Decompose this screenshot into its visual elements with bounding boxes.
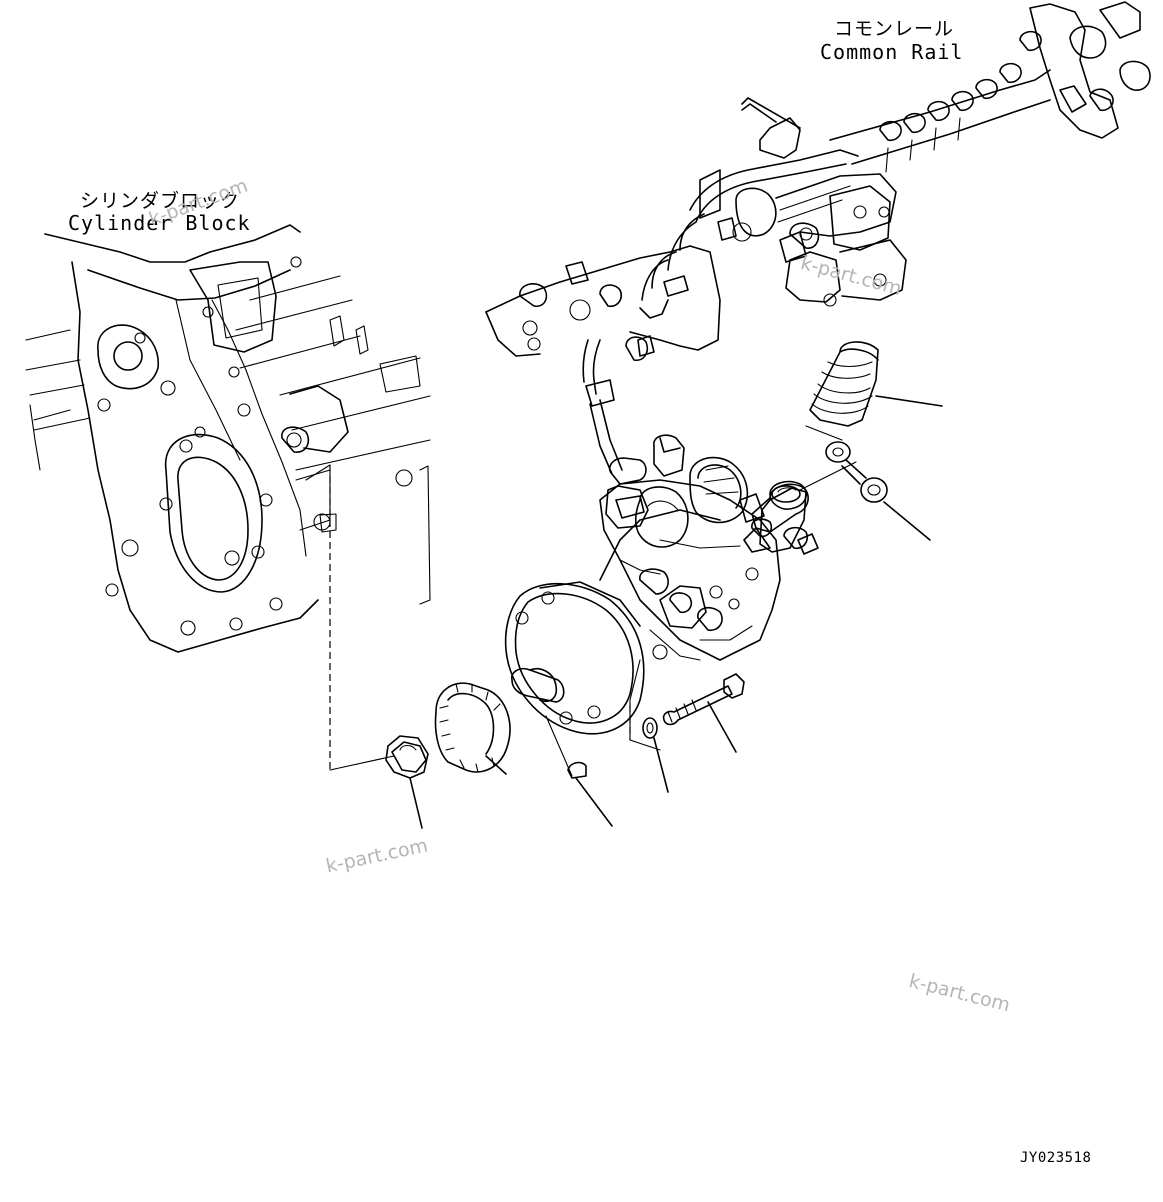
cylinder-block [25, 224, 431, 770]
drawing-code: JY023518 [1020, 1150, 1092, 1166]
woodruff-key [567, 761, 587, 779]
flexible-boot [809, 341, 879, 427]
common-rail-assembly [485, 1, 1151, 475]
cylinder-block-label-en: Cylinder Block [68, 211, 251, 235]
common-rail-label-en: Common Rail [820, 40, 964, 64]
supply-pump [504, 434, 819, 751]
cylinder-block-label-jp: シリンダブロック [80, 190, 241, 212]
common-rail-label-jp: コモンレール [834, 18, 955, 40]
drive-gear [434, 682, 511, 773]
overflow-valve [743, 483, 809, 553]
banjo-fitting [825, 441, 888, 503]
washer [642, 717, 658, 739]
long-bolt [662, 673, 745, 726]
gear-nut [385, 735, 429, 779]
leader-lines [305, 395, 943, 829]
